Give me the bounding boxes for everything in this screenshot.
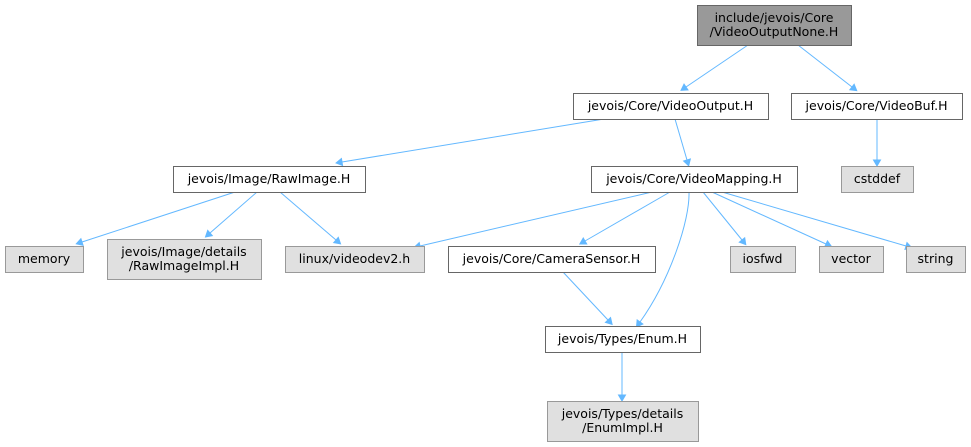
node-box [591, 166, 798, 193]
edge-videomapping-to-string [721, 191, 913, 251]
arrowhead-icon [75, 237, 84, 246]
node-memory[interactable]: memory [5, 246, 84, 273]
node-label: /RawImageImpl.H [129, 258, 239, 273]
edge-enum-to-enumimpl [617, 352, 627, 402]
node-box [573, 93, 769, 120]
edge-line [702, 191, 743, 241]
nodes-layer: include/jevois/Core/VideoOutputNone.H jev… [5, 5, 966, 442]
edge-line [81, 191, 236, 243]
edge-camerasensor-to-enum [562, 271, 613, 326]
node-label: jevois/Image/details [120, 244, 246, 259]
arrowhead-icon [578, 236, 588, 245]
edge-line [711, 191, 827, 245]
arrowhead-icon [335, 157, 344, 167]
edge-videomapping-to-videodev2 [413, 191, 653, 251]
node-label: jevois/Image/RawImage.H [187, 171, 351, 186]
node-enum[interactable]: jevois/Types/Enum.H [545, 326, 701, 353]
node-vector[interactable]: vector [819, 246, 884, 273]
edge-videomapping-to-iosfwd [702, 191, 747, 246]
arrowhead-icon [872, 159, 882, 167]
node-box [730, 246, 796, 273]
arrowhead-icon [848, 83, 858, 92]
arrowhead-icon [680, 83, 689, 91]
node-box [107, 239, 262, 280]
edge-line [685, 44, 749, 88]
node-label: /VideoOutputNone.H [710, 24, 839, 39]
edge-root-to-videooutput [680, 44, 749, 91]
arrowhead-icon [604, 316, 613, 326]
edge-videooutput-to-videomapping [674, 118, 692, 167]
node-enumimpl[interactable]: jevois/Types/details/EnumImpl.H [547, 401, 699, 442]
node-box [285, 246, 425, 273]
node-videobuf[interactable]: jevois/Core/VideoBuf.H [791, 93, 963, 120]
edge-line [639, 191, 690, 323]
node-label: jevois/Core/CameraSensor.H [462, 251, 641, 266]
edge-videomapping-to-vector [711, 191, 833, 248]
edge-line [209, 191, 258, 234]
node-videodev2[interactable]: linux/videodev2.h [285, 246, 425, 273]
arrowhead-icon [682, 158, 692, 167]
edge-line [721, 191, 907, 247]
node-label: iosfwd [743, 251, 783, 266]
node-root[interactable]: include/jevois/Core/VideoOutputNone.H [697, 5, 852, 46]
edge-line [419, 191, 653, 247]
node-box [448, 246, 656, 273]
node-videooutput[interactable]: jevois/Core/VideoOutput.H [573, 93, 769, 120]
node-iosfwd[interactable]: iosfwd [730, 246, 796, 273]
edge-line [562, 271, 609, 321]
arrowhead-icon [204, 229, 214, 238]
node-camerasensor[interactable]: jevois/Core/CameraSensor.H [448, 246, 656, 273]
edge-rawimage-to-memory [75, 191, 236, 246]
edge-videooutput-to-rawimage [335, 118, 605, 167]
node-rawimage[interactable]: jevois/Image/RawImage.H [173, 166, 366, 193]
arrowhead-icon [332, 236, 342, 245]
edge-root-to-videobuf [797, 44, 858, 92]
node-cstddef[interactable]: cstddef [841, 166, 914, 193]
node-label: /EnumImpl.H [582, 420, 663, 435]
node-string[interactable]: string [906, 246, 966, 273]
node-label: jevois/Core/VideoOutput.H [587, 98, 753, 113]
node-label: jevois/Types/Enum.H [557, 331, 687, 346]
node-label: string [918, 251, 954, 266]
node-box [545, 326, 701, 353]
edge-videomapping-to-enum [635, 191, 690, 328]
node-box [819, 246, 884, 273]
edge-rawimage-to-rawimageimpl [204, 191, 258, 238]
node-label: vector [831, 251, 872, 266]
node-label: jevois/Core/VideoMapping.H [605, 171, 782, 186]
node-label: jevois/Types/details [561, 406, 683, 421]
edge-videomapping-to-camerasensor [578, 191, 671, 245]
edge-line [584, 191, 671, 242]
node-box [791, 93, 963, 120]
node-box [906, 246, 966, 273]
node-label: linux/videodev2.h [299, 251, 410, 266]
arrowhead-icon [635, 319, 644, 328]
edge-line [674, 118, 688, 161]
node-label: memory [18, 251, 71, 266]
node-box [697, 5, 852, 46]
node-box [173, 166, 366, 193]
node-label: jevois/Core/VideoBuf.H [805, 98, 948, 113]
arrowhead-icon [617, 394, 627, 402]
edge-line [279, 191, 337, 241]
edge-videobuf-to-cstddef [872, 119, 882, 167]
edge-rawimage-to-videodev2 [279, 191, 342, 245]
node-box [547, 401, 699, 442]
arrowhead-icon [738, 236, 747, 246]
node-label: include/jevois/Core [715, 10, 834, 25]
node-box [5, 246, 84, 273]
edge-line [341, 118, 605, 163]
edges-layer [75, 44, 913, 402]
node-box [841, 166, 914, 193]
edge-line [797, 44, 853, 88]
node-rawimageimpl[interactable]: jevois/Image/details/RawImageImpl.H [107, 239, 262, 280]
node-videomapping[interactable]: jevois/Core/VideoMapping.H [591, 166, 798, 193]
node-label: cstddef [854, 171, 901, 186]
